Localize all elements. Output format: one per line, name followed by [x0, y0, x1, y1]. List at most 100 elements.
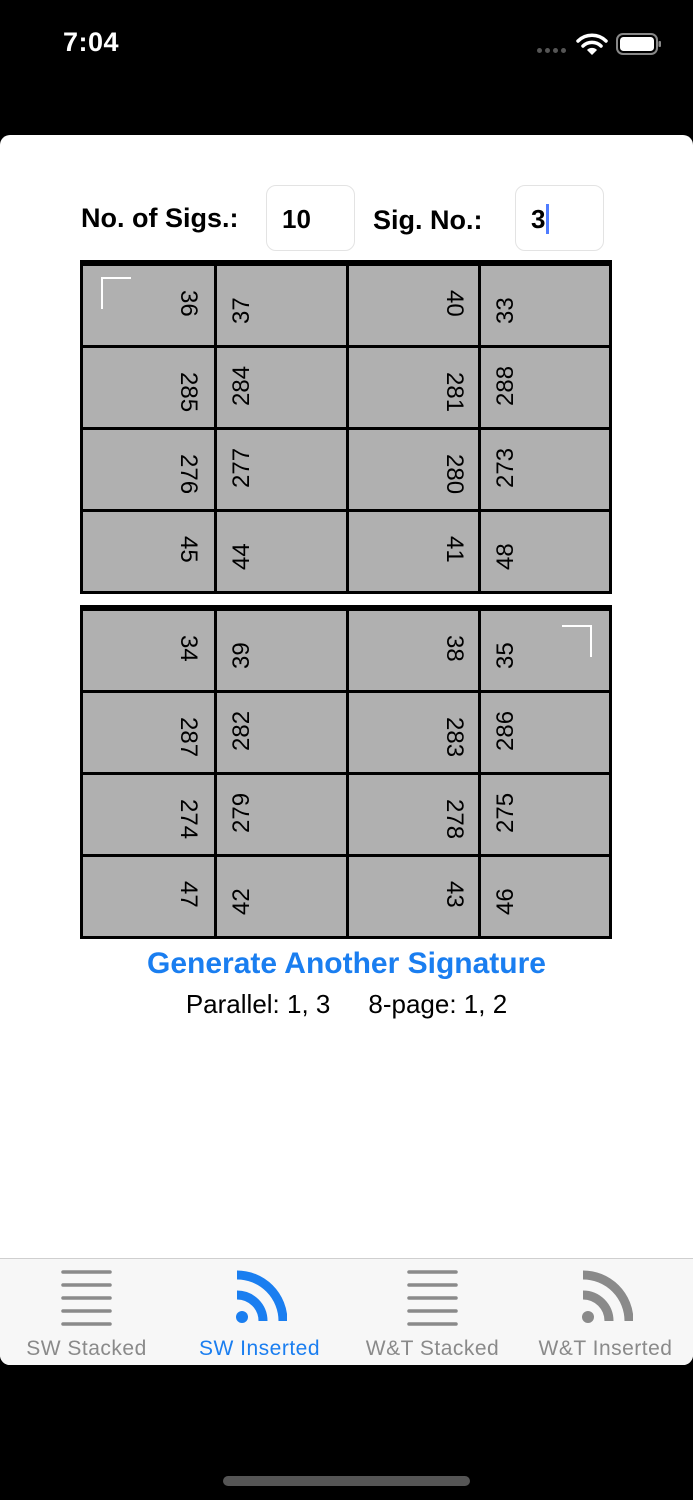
page-cell: 282 [214, 693, 346, 772]
page-number: 42 [228, 888, 256, 915]
parallel-info: Parallel: 1, 3 [185, 989, 331, 1019]
page-number: 47 [175, 881, 202, 908]
main-sheet: No. of Sigs.: 10 Sig. No.: 3 36 37 40 33 285… [0, 135, 693, 1365]
signature-grid-top: 36 37 40 33 285 284 281 288 276 277 280 273 45 44 41 48 [80, 260, 612, 594]
page-number: 44 [228, 543, 256, 570]
page-number: 285 [175, 372, 202, 413]
page-number: 286 [491, 710, 519, 751]
rss-feed-icon [581, 1270, 633, 1323]
page-cell: 40 [345, 266, 478, 345]
tab-label: SW Stacked [26, 1337, 147, 1360]
page-number: 274 [175, 799, 202, 840]
page-cell: 281 [345, 348, 478, 427]
page-cell: 44 [214, 512, 346, 591]
num-sigs-label: No. of Sigs.: [81, 203, 239, 233]
page-number: 277 [228, 447, 256, 488]
page-number: 45 [175, 536, 202, 563]
tab-sw-stacked[interactable]: SW Stacked [0, 1259, 173, 1365]
grid-row: 285 284 281 288 [83, 345, 609, 427]
page-number: 275 [491, 792, 519, 833]
page-number: 283 [440, 717, 468, 758]
page-cell: 41 [345, 512, 478, 591]
wifi-icon [576, 33, 608, 55]
page-cell: 47 [83, 857, 214, 936]
tab-wt-stacked[interactable]: W&T Stacked [346, 1259, 519, 1365]
tab-label: W&T Stacked [365, 1337, 500, 1360]
page-number: 288 [491, 365, 519, 406]
text-cursor [546, 204, 550, 235]
page-number: 43 [440, 881, 468, 908]
grid-row: 47 42 43 46 [83, 854, 609, 936]
status-time: 7:04 [63, 27, 120, 57]
page-cell: 277 [214, 430, 346, 509]
stacked-lines-icon [406, 1270, 458, 1326]
generate-another-signature-button[interactable]: Generate Another Signature [147, 947, 546, 980]
page-number: 39 [228, 642, 256, 669]
page-number: 282 [228, 710, 256, 751]
page-cell: 288 [477, 348, 610, 427]
page-number: 280 [440, 454, 468, 495]
grid-row: 287 282 283 286 [83, 690, 609, 772]
page-cell: 275 [477, 775, 610, 854]
page-cell: 276 [83, 430, 214, 509]
page-number: 278 [440, 799, 468, 840]
page-cell: 36 [83, 266, 214, 345]
page-number: 38 [440, 635, 468, 662]
page-number: 34 [175, 635, 202, 662]
page-number: 36 [175, 290, 202, 317]
page-cell: 48 [477, 512, 610, 591]
page-cell: 274 [83, 775, 214, 854]
sig-no-label: Sig. No.: [373, 205, 483, 235]
page-cell: 273 [477, 430, 610, 509]
page-cell: 37 [214, 266, 346, 345]
page-number: 46 [491, 888, 519, 915]
page-number: 279 [228, 792, 256, 833]
grid-row: 45 44 41 48 [83, 509, 609, 591]
sig-no-input[interactable]: 3 [515, 185, 604, 251]
page-number: 287 [175, 717, 202, 758]
page-cell: 286 [477, 693, 610, 772]
page-number: 33 [491, 297, 519, 324]
rss-feed-icon [235, 1270, 287, 1323]
page-number: 37 [228, 297, 256, 324]
signal-dots-icon [537, 48, 566, 53]
page-number: 41 [440, 536, 468, 563]
grid-row: 34 39 38 35 [83, 608, 609, 690]
num-sigs-input[interactable]: 10 [266, 185, 355, 251]
page-cell: 43 [345, 857, 478, 936]
grid-row: 274 279 278 275 [83, 772, 609, 854]
stacked-lines-icon [60, 1270, 112, 1326]
grid-row: 36 37 40 33 [83, 263, 609, 345]
page-cell: 283 [345, 693, 478, 772]
battery-icon [616, 33, 661, 55]
home-indicator[interactable] [223, 1476, 470, 1486]
page-number: 273 [491, 447, 519, 488]
corner-mark-top-right [562, 625, 592, 657]
sig-no-value: 3 [531, 204, 546, 234]
tab-label: SW Inserted [198, 1337, 321, 1360]
page-cell: 279 [214, 775, 346, 854]
page-cell: 38 [345, 611, 478, 690]
page-cell: 280 [345, 430, 478, 509]
page-number: 284 [228, 365, 256, 406]
tab-sw-inserted[interactable]: SW Inserted [173, 1259, 346, 1365]
signature-controls: No. of Sigs.: 10 Sig. No.: 3 [0, 185, 693, 251]
page-cell: 42 [214, 857, 346, 936]
corner-mark-top-left [101, 277, 131, 309]
page-number: 281 [440, 372, 468, 413]
grid-row: 276 277 280 273 [83, 427, 609, 509]
page-cell: 284 [214, 348, 346, 427]
page-number: 48 [491, 543, 519, 570]
tab-label: W&T Inserted [538, 1337, 673, 1360]
page-cell: 39 [214, 611, 346, 690]
page-cell: 35 [477, 611, 610, 690]
page-cell: 46 [477, 857, 610, 936]
page-cell: 285 [83, 348, 214, 427]
page-cell: 45 [83, 512, 214, 591]
tab-wt-inserted[interactable]: W&T Inserted [519, 1259, 692, 1365]
fold-info: Parallel: 1, 3 8-page: 1, 2 [0, 989, 693, 1020]
eight-page-info: 8-page: 1, 2 [368, 989, 508, 1019]
tab-bar: SW Stacked SW Inserted W&T Stacked [0, 1258, 693, 1365]
signature-grid-bottom: 34 39 38 35 287 282 283 286 274 279 278 275 47 42 43 46 [80, 605, 612, 939]
page-cell: 287 [83, 693, 214, 772]
